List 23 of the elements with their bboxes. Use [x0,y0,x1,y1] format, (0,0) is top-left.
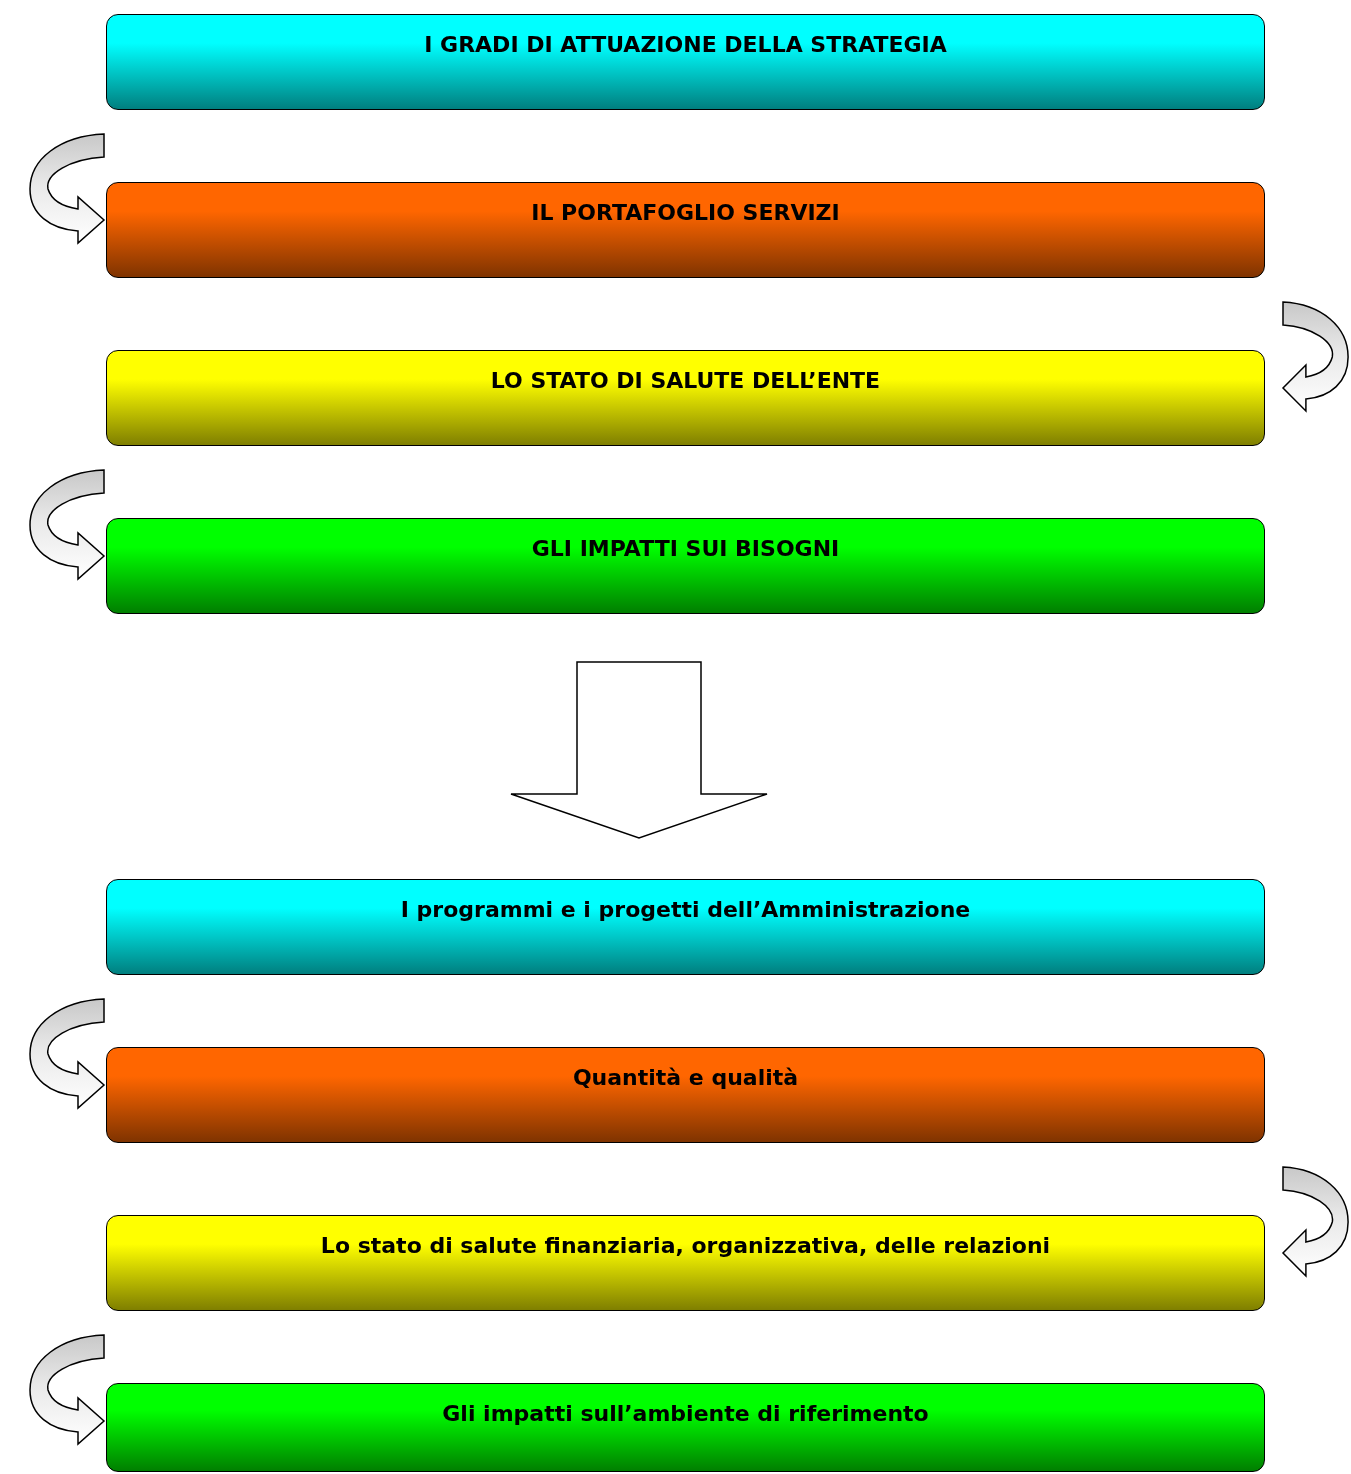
process-box [106,350,1265,446]
box-title: Quantità e qualità [572,1065,799,1090]
process-box [106,1215,1265,1311]
process-box [106,14,1265,110]
box-title: Gli impatti sull’ambiente di riferimento [442,1401,929,1426]
curved-arrow [29,998,105,1109]
process-box [106,1047,1265,1143]
box-title: I GRADI DI ATTUAZIONE DELLA STRATEGIA [424,32,947,57]
box-title: GLI IMPATTI SUI BISOGNI [531,536,840,561]
process-box [106,182,1265,278]
box-title: LO STATO DI SALUTE DELL’ENTE [490,368,881,393]
process-box [106,1383,1265,1472]
curved-arrow [29,1334,105,1445]
box-title: Lo stato di salute finanziaria, organizzativa, delle relazioni [320,1233,1051,1258]
curved-arrow [1282,301,1349,412]
curved-arrow [1282,1166,1349,1277]
curved-arrow [29,469,105,580]
curved-arrow [29,133,105,244]
process-box [106,518,1265,614]
box-title: IL PORTAFOGLIO SERVIZI [531,200,840,225]
process-box [106,879,1265,975]
block-arrow [510,661,768,839]
box-title: I programmi e i progetti dell’Amministrazione [400,897,971,922]
